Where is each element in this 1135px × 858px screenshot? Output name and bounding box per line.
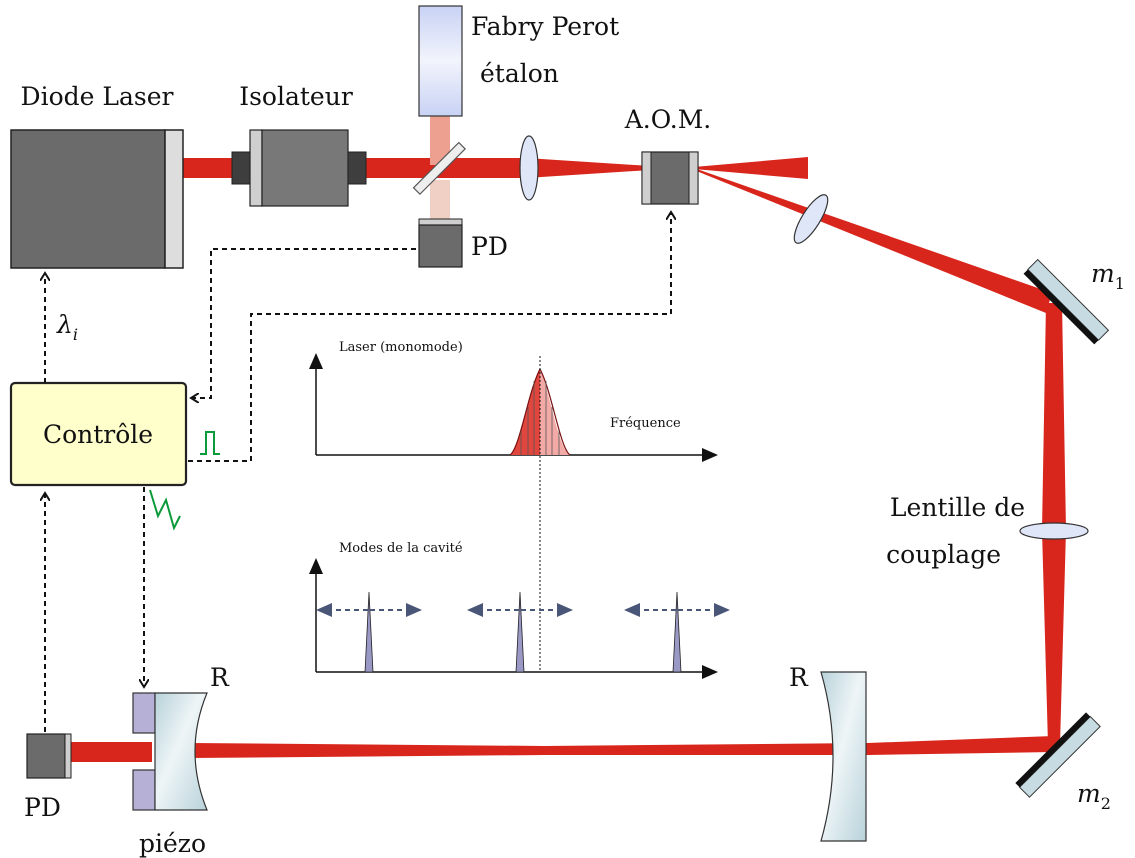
cavity-spectrum-title: Modes de la cavité	[339, 541, 463, 556]
laser-line-profile-left	[510, 369, 540, 455]
signal-lines	[45, 214, 671, 732]
photodiode-top-label: PD	[471, 232, 508, 261]
coupling-lens-label-line2: couplage	[886, 540, 1001, 569]
ramp-signal-icon	[149, 489, 181, 531]
etalon-cell	[418, 5, 463, 117]
piezo-lower	[132, 769, 156, 811]
controller-label: Contrôle	[43, 420, 153, 449]
beam-splitter-plate	[412, 141, 467, 196]
focusing-lens	[519, 135, 539, 201]
photodiode-bottom-window	[64, 733, 72, 779]
cavity-mirror-right-glass	[820, 671, 867, 842]
beam-to-top-photodiode	[430, 180, 450, 220]
cavity-mirror-left-glass	[154, 692, 208, 811]
diode-laser-window	[164, 129, 184, 269]
optical-isolator: Isolateur	[231, 82, 367, 207]
mirror-m2: m2	[1015, 712, 1111, 813]
mirror-m2-glass	[1018, 715, 1101, 798]
cavity-mode-peak-1	[364, 591, 374, 673]
mirror-m1-label: m1	[1091, 259, 1125, 293]
frequency-axis-label: Fréquence	[610, 416, 681, 431]
signal-controller-to-aom	[188, 214, 671, 462]
cavity-mirror-left-label: R	[210, 663, 230, 692]
aom-input-window	[641, 151, 652, 205]
coupling-lens: Lentille de couplage	[886, 493, 1089, 569]
collimating-lens	[793, 194, 829, 244]
photodiode-bottom: PD	[24, 733, 72, 822]
pulse-signal-icon	[200, 431, 220, 455]
beam-first-order	[694, 168, 1052, 313]
cavity-mirror-right-label: R	[789, 663, 809, 692]
laser-spectrum-plot: Laser (monomode) Fréquence	[309, 340, 718, 462]
beam-m2-to-cavity	[190, 736, 1054, 758]
mirror-m1: m1	[1023, 258, 1125, 345]
mirror-m2-label: m2	[1077, 779, 1111, 813]
piezo-label: piézo	[139, 829, 206, 858]
laser-line-submodes	[520, 381, 560, 455]
piezo-upper	[132, 692, 156, 734]
fabry-perot-label-line2: étalon	[480, 59, 559, 88]
isolator-input-port	[231, 151, 253, 185]
isolator-body	[261, 129, 349, 207]
laser-spectrum-title: Laser (monomode)	[339, 340, 463, 355]
beam-focus-into-aom	[526, 158, 650, 178]
photodiode-bottom-body	[26, 733, 66, 779]
beam-cavity-to-pd	[70, 742, 152, 762]
signal-pd-top-to-controller	[193, 248, 416, 398]
mirror-m1-coating	[1023, 269, 1099, 345]
diode-laser-body	[10, 129, 166, 269]
cavity-mirror-left: R piézo	[132, 663, 230, 858]
controller-box	[9, 381, 188, 487]
beam-splitter	[412, 141, 467, 196]
coupling-lens-label-line1: Lentille de	[890, 493, 1025, 522]
cavity-modes-plot: Modes de la cavité	[309, 541, 730, 679]
diode-laser: Diode Laser	[10, 82, 184, 269]
cavity-mirror-right: R	[789, 663, 867, 842]
aom-label: A.O.M.	[624, 105, 712, 134]
controller: Contrôle	[9, 381, 188, 487]
beam-to-fabry-perot	[430, 115, 450, 165]
wavelength-label: λi	[56, 310, 78, 344]
fabry-perot-label-line1: Fabry Perot	[471, 12, 619, 41]
photodiode-top-body	[418, 224, 463, 268]
isolator-output-port	[347, 151, 367, 185]
diode-laser-label: Diode Laser	[21, 82, 174, 111]
mirror-m2-coating	[1015, 712, 1091, 788]
fabry-perot-etalon: Fabry Perot étalon	[418, 5, 619, 117]
coupling-lens-glass	[1019, 522, 1089, 540]
photodiode-top-window	[418, 218, 463, 226]
aom-output-window	[688, 151, 699, 205]
photodiode-top: PD	[418, 218, 508, 268]
laser-line-profile-right	[540, 369, 570, 455]
isolator-input-cap	[249, 129, 263, 207]
beam-zero-order	[694, 157, 808, 179]
isolator-label: Isolateur	[239, 82, 353, 111]
cavity-mode-peak-3	[672, 591, 682, 673]
cavity-mode-peak-2	[515, 591, 525, 673]
photodiode-bottom-label: PD	[24, 793, 61, 822]
acousto-optic-modulator: A.O.M.	[624, 105, 712, 205]
mirror-m1-glass	[1027, 258, 1110, 341]
